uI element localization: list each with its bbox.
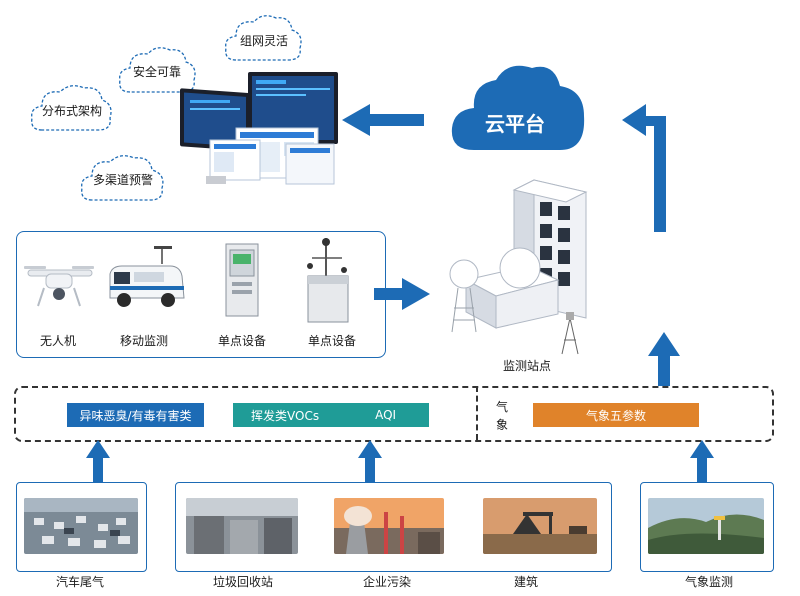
- parameter-row-divider: [476, 386, 478, 440]
- arrow-vehicle-up: [86, 440, 110, 482]
- tag-meteorological-five: 气象五参数: [533, 403, 699, 427]
- feature-bubble-distributed: 分布式架构: [28, 80, 116, 140]
- device-label: 单点设备: [217, 334, 266, 348]
- monitoring-van-icon: [109, 246, 185, 307]
- bubble-label: 多渠道预警: [92, 172, 153, 187]
- arrow-pollution-up: [358, 440, 382, 482]
- bubble-label: 组网灵活: [239, 33, 288, 48]
- arrow-weather-up: [690, 440, 714, 482]
- device-label: 无人机: [39, 334, 76, 348]
- single-point-station-icon: [307, 238, 349, 323]
- arrow-station-to-cloud: [622, 104, 666, 232]
- parameter-row: [14, 386, 774, 442]
- traffic-photo: [24, 498, 138, 554]
- drone-icon: [24, 266, 94, 307]
- industrial-pollution-photo: [334, 498, 444, 554]
- arrow-devices-to-station: [374, 278, 430, 310]
- bubble-label: 分布式架构: [41, 103, 102, 118]
- source-box-pollution: [175, 482, 612, 572]
- source-label: 建筑: [513, 575, 538, 589]
- source-label: 垃圾回收站: [212, 575, 273, 589]
- monitor-dashboard-illustration: [180, 72, 338, 185]
- source-label: 汽车尾气: [55, 575, 104, 589]
- monitoring-station-illustration: [449, 179, 588, 355]
- cloud-platform-label: 云平台: [485, 112, 545, 136]
- single-point-cabinet-icon: [225, 243, 259, 317]
- tag-vocs-aqi: 挥发类VOCs AQI: [233, 403, 429, 427]
- garbage-station-photo: [186, 498, 298, 554]
- construction-site-photo: [483, 498, 597, 554]
- tag-odor-toxic: 异味恶臭/有毒有害类: [67, 403, 204, 427]
- arrow-cloud-to-dashboard: [342, 104, 424, 136]
- source-box-vehicle: [16, 482, 147, 572]
- source-box-weather: [640, 482, 774, 572]
- tag-label: 挥发类VOCs: [251, 408, 320, 423]
- bubble-label: 安全可靠: [132, 64, 181, 79]
- source-label: 气象监测: [684, 575, 733, 589]
- source-label: 企业污染: [362, 575, 411, 589]
- arrow-params-to-station: [648, 332, 680, 386]
- cloud-platform-shape: [451, 65, 585, 150]
- device-label: 移动监测: [119, 334, 168, 348]
- weather-station-photo: [648, 498, 764, 554]
- tag-label: 气象五参数: [585, 408, 646, 423]
- device-label: 单点设备: [307, 334, 356, 348]
- feature-bubble-flexible-network: 组网灵活: [222, 10, 306, 70]
- feature-bubble-secure: 安全可靠: [116, 40, 198, 102]
- station-label: 监测站点: [503, 359, 552, 373]
- tag-label: AQI: [375, 408, 397, 422]
- qixiang-vertical-label: 气象: [496, 400, 509, 432]
- feature-bubble-multichannel: 多渠道预警: [78, 148, 168, 210]
- tag-label: 异味恶臭/有毒有害类: [79, 408, 192, 423]
